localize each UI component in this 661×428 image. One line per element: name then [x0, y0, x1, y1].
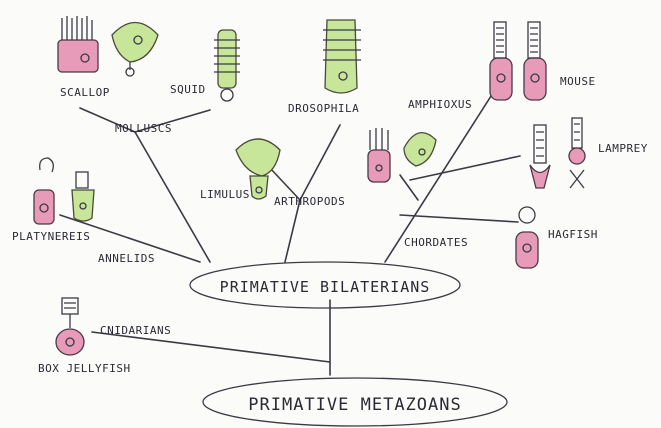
platynereis-cells: [34, 158, 94, 224]
label-drosophila: DROSOPHILA: [288, 102, 359, 115]
label-box-jellyfish: BOX JELLYFISH: [38, 362, 131, 375]
drosophila-cell: [323, 20, 361, 93]
label-chordates: CHORDATES: [404, 236, 468, 249]
mouse-cells: [490, 22, 546, 100]
lamprey-cells: [530, 118, 585, 188]
label-platynereis: PLATYNEREIS: [12, 230, 90, 243]
metazoans-label: PRIMATIVE METAZOANS: [248, 395, 461, 415]
box-jellyfish-cell: [56, 298, 84, 355]
bilaterians-label: PRIMATIVE BILATERIANS: [220, 278, 431, 296]
scallop-cell: [58, 16, 98, 72]
label-hagfish: HAGFISH: [548, 228, 598, 241]
label-lamprey: LAMPREY: [598, 142, 648, 155]
amphioxus-cells: [368, 128, 436, 182]
mollusc-photoreceptor-cell: [214, 30, 240, 101]
hagfish-cell: [516, 207, 538, 268]
branch-hagfish: [400, 215, 518, 222]
squid-cell: [112, 23, 158, 77]
label-cnidarians: CNIDARIANS: [100, 324, 171, 337]
label-scallop: SCALLOP: [60, 86, 110, 99]
label-limulus: LIMULUS: [200, 188, 250, 201]
branch-arthropods-stem: [285, 200, 300, 262]
branch-molluscs-stem: [135, 132, 210, 262]
label-squid: SQUID: [170, 83, 206, 96]
branch-drosophila: [300, 125, 340, 200]
label-amphioxus: AMPHIOXUS: [408, 98, 472, 111]
label-arthropods: ARTHROPODS: [274, 195, 345, 208]
label-mouse: MOUSE: [560, 75, 596, 88]
label-molluscs: MOLLUSCS: [115, 122, 172, 135]
label-annelids: ANNELIDS: [98, 252, 155, 265]
